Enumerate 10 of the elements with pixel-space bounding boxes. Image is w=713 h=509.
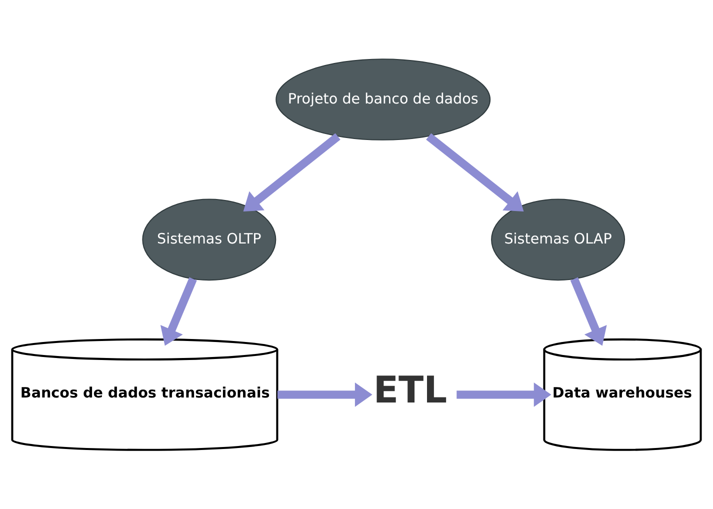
node-ellipse: Projeto de banco de dados: [276, 58, 491, 140]
arrow: [160, 277, 197, 346]
arrow: [426, 133, 524, 212]
node-text: ETL: [373, 368, 448, 412]
arrow: [243, 133, 340, 212]
arrow: [456, 382, 552, 407]
arrow: [277, 382, 372, 407]
arrow: [570, 277, 607, 346]
node-ellipse: Sistemas OLTP: [142, 198, 276, 281]
node-ellipse: Sistemas OLAP: [491, 198, 626, 281]
